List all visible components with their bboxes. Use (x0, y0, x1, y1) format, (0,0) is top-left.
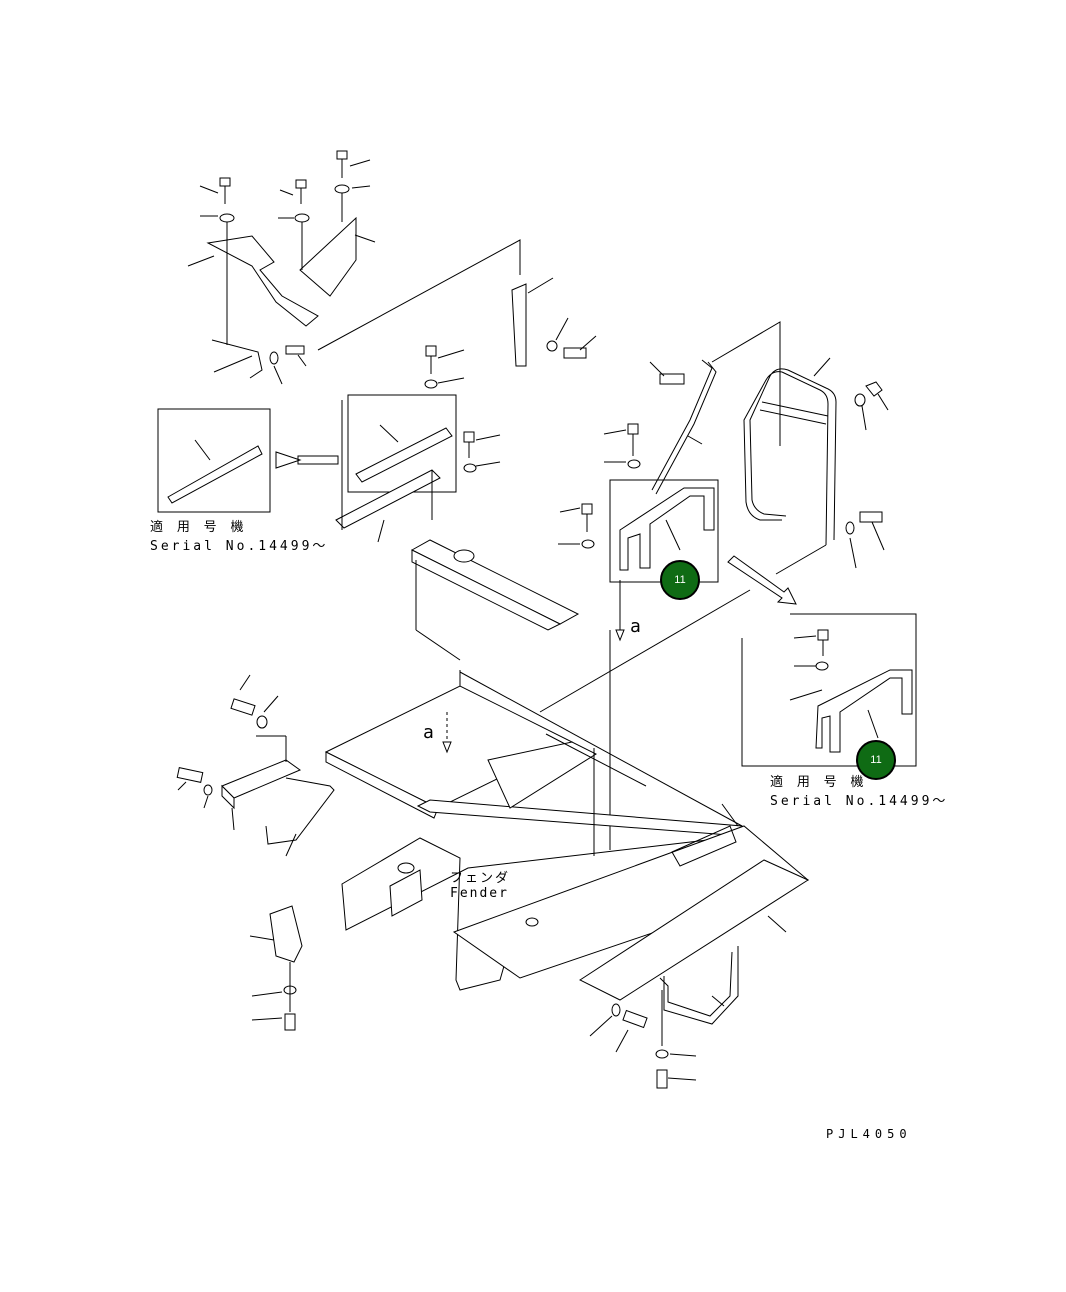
upper-left-step-bracket (187, 150, 521, 385)
lower-right-inset (741, 613, 917, 767)
left-step (176, 674, 335, 857)
callout-badge-lower[interactable]: 11 (856, 740, 896, 780)
inset-right-jp-label: 適 用 号 機 (770, 775, 867, 790)
inset-left-jp-label: 適 用 号 機 (150, 520, 247, 535)
arrow-a-lower-label: a (423, 722, 434, 743)
drawing-code: PJL4050 (826, 1127, 912, 1141)
handrail-assembly (603, 321, 889, 575)
arrow-a-upper-label: a (630, 616, 641, 637)
inset-left-serial-label: Serial No.14499～ (150, 539, 329, 554)
callout-badge-upper[interactable]: 11 (660, 560, 700, 600)
right-step (589, 915, 787, 1089)
front-bracket (249, 905, 303, 1031)
inset-right-serial-label: Serial No.14499～ (770, 794, 949, 809)
arrow-a-lower (442, 712, 452, 754)
fender-jp-label: フェンダ (450, 871, 511, 886)
upper-center-plate (511, 277, 597, 367)
main-frame (324, 589, 810, 1001)
fender-en-label: Fender (450, 886, 509, 901)
callout-arrow (727, 555, 797, 605)
left-inset-box (157, 408, 339, 513)
upper-right-inset (558, 479, 719, 850)
center-inset-box (335, 345, 501, 543)
cross-member (410, 539, 580, 661)
